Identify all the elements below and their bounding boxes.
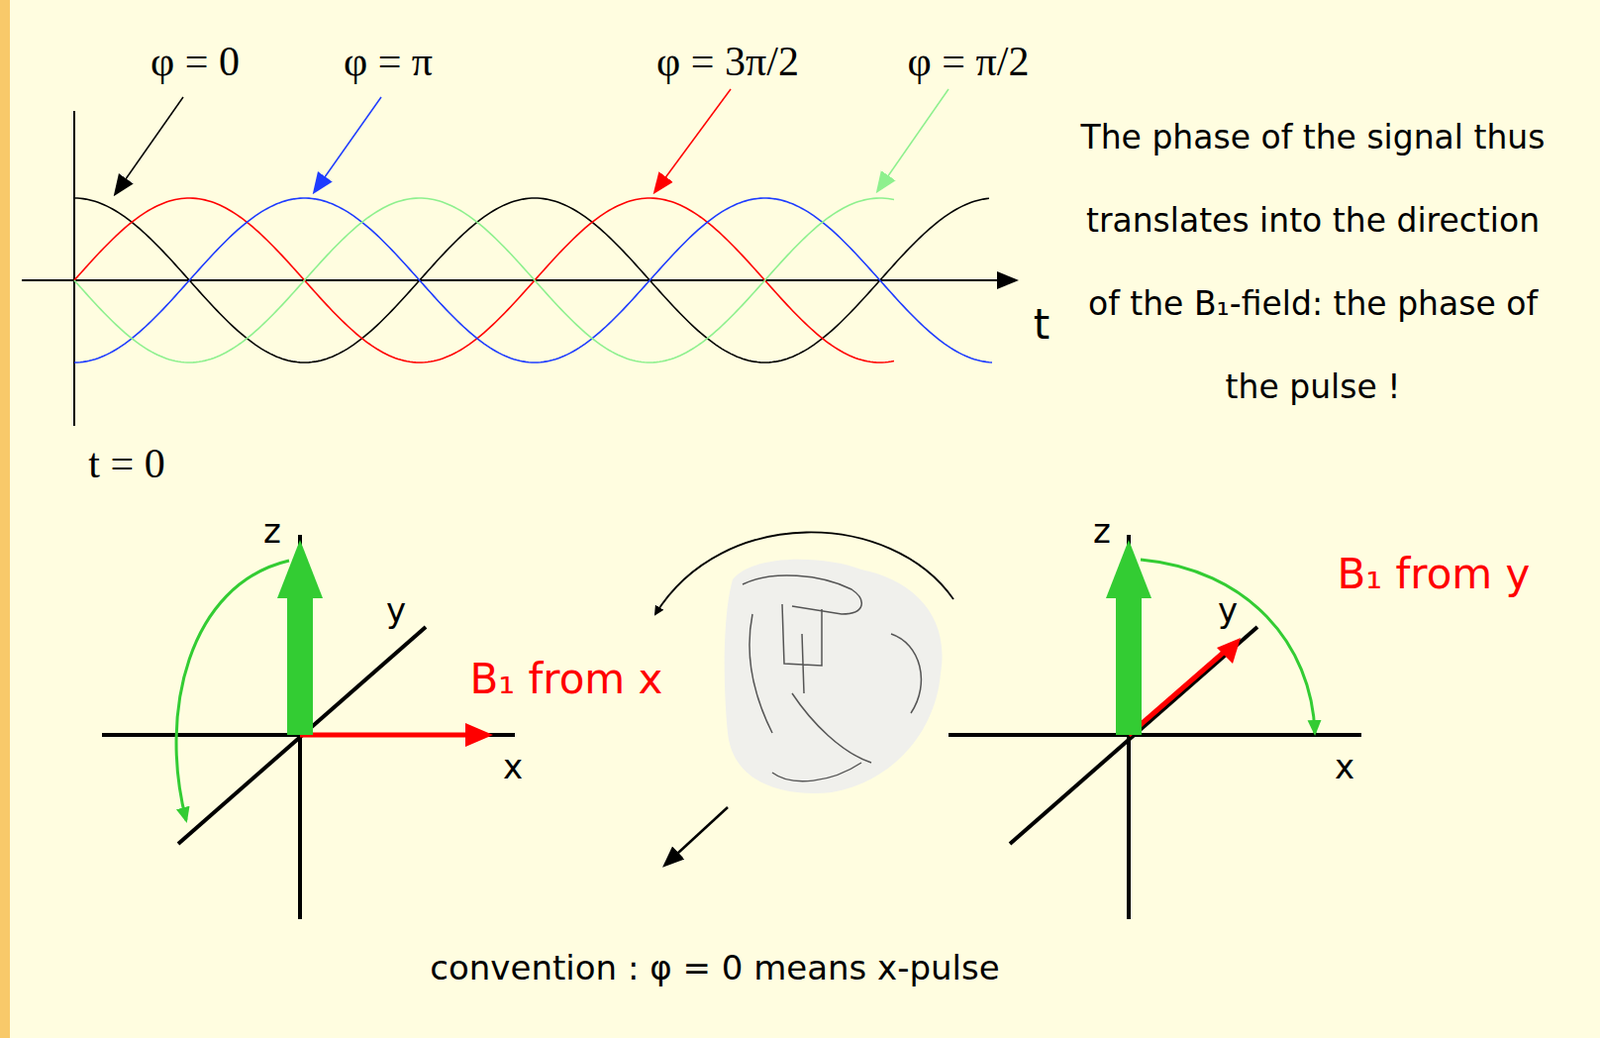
rotation-arrow bbox=[655, 531, 954, 614]
b1-vector bbox=[1128, 648, 1228, 735]
axis-label: t = 0 bbox=[88, 440, 165, 487]
sine-wave bbox=[74, 198, 993, 363]
phase-label: φ = π/2 bbox=[907, 38, 1030, 85]
right-hand-icon bbox=[655, 531, 954, 865]
phase-label: φ = 3π/2 bbox=[656, 38, 800, 85]
axis-label: z bbox=[1093, 512, 1111, 550]
leader-arrow bbox=[115, 97, 184, 194]
leader-arrow bbox=[655, 89, 731, 192]
axes-left bbox=[101, 534, 515, 919]
axis-label: y bbox=[386, 592, 406, 629]
phase-plot bbox=[21, 89, 1015, 426]
leader-arrow bbox=[314, 97, 382, 192]
magnetization-arrow bbox=[1115, 594, 1142, 735]
direction-arrow bbox=[665, 806, 728, 865]
field-label: B₁ from y bbox=[1337, 551, 1531, 598]
sine-wave bbox=[74, 198, 990, 363]
field-label: B₁ from x bbox=[470, 656, 664, 702]
axis-label: y bbox=[1217, 592, 1238, 629]
sine-wave bbox=[74, 198, 895, 363]
magnetization-arrow bbox=[287, 594, 313, 735]
phase-label: φ = π bbox=[343, 38, 433, 85]
b1-vector bbox=[300, 732, 481, 738]
sine-wave bbox=[74, 198, 895, 363]
axis-label: x bbox=[502, 748, 523, 786]
time-axis bbox=[21, 279, 1015, 282]
rotation-arrow bbox=[176, 560, 290, 820]
axis-label: t bbox=[1033, 301, 1050, 348]
rotation-arrow bbox=[1140, 559, 1315, 733]
note-text: The phase of the signal thus translates … bbox=[1070, 96, 1556, 429]
side-bar bbox=[0, 0, 10, 1038]
phase-label: φ = 0 bbox=[150, 38, 240, 85]
axes-right bbox=[948, 534, 1362, 919]
amplitude-axis bbox=[73, 110, 76, 426]
axis-label: x bbox=[1334, 748, 1355, 786]
caption-text: convention : φ = 0 means x-pulse bbox=[429, 949, 1000, 987]
leader-arrow bbox=[878, 89, 949, 191]
axis-label: z bbox=[263, 512, 282, 550]
